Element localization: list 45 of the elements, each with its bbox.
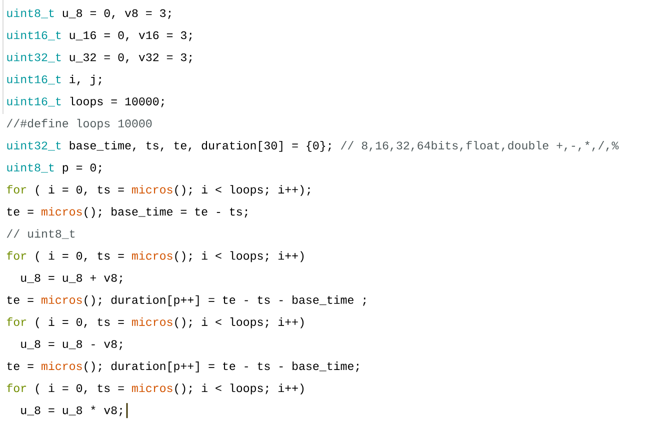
type-name: uint8_t xyxy=(7,163,54,173)
type-name: uint32_t xyxy=(7,140,61,151)
code-text: u_32 = 0, v32 = 3; xyxy=(70,53,192,64)
code-comment: // 8,16,32,64bits,float,double +,-,*,/,% xyxy=(340,140,619,152)
type-name: uint16_t xyxy=(7,74,61,84)
keyword: for xyxy=(7,317,26,326)
type-name: uint8_t xyxy=(7,8,54,18)
keyword: for xyxy=(7,384,26,392)
code-text: ( i = 0, ts = xyxy=(36,317,124,328)
code-text: u_8 = u_8 - v8; xyxy=(21,340,122,350)
type-name: uint16_t xyxy=(7,96,61,106)
code-text: te = xyxy=(7,208,34,216)
code-text: loops = 10000; xyxy=(70,96,164,108)
code-text: te = xyxy=(7,362,34,370)
code-text: (); i < loops; i++); xyxy=(175,185,310,196)
type-name: uint32_t xyxy=(7,52,61,62)
code-text: (); duration[p++] = te - ts - base_time ; xyxy=(84,295,366,306)
function-name: micros xyxy=(132,251,172,260)
code-text: (); i < loops; i++) xyxy=(175,251,304,262)
keyword: for xyxy=(7,185,26,194)
code-text: u_8 = u_8 + v8; xyxy=(21,274,122,284)
function-name: micros xyxy=(42,362,82,370)
code-text: u_8 = 0, v8 = 3; xyxy=(62,9,171,20)
function-name: micros xyxy=(42,207,82,216)
function-name: micros xyxy=(132,185,172,194)
code-comment: //#define loops 10000 xyxy=(6,118,152,130)
code-text: u_8 = u_8 * v8; xyxy=(21,406,122,416)
code-text: base_time, ts, te, duration[30] = {0}; xyxy=(70,140,331,152)
code-text: u_16 = 0, v16 = 3; xyxy=(70,31,192,42)
code-text: (); i < loops; i++) xyxy=(175,384,304,394)
keyword: for xyxy=(7,251,26,260)
code-text: ( i = 0, ts = xyxy=(36,251,124,262)
function-name: micros xyxy=(132,317,172,326)
code-text: te = xyxy=(7,296,34,304)
code-text: (); i < loops; i++) xyxy=(175,317,304,328)
function-name: micros xyxy=(132,384,172,392)
code-text: i, j; xyxy=(70,74,102,86)
code-text: (); base_time = te - ts; xyxy=(84,207,248,218)
code-text: ( i = 0, ts = xyxy=(36,185,124,196)
function-name: micros xyxy=(42,295,82,304)
code-text: (); duration[p++] = te - ts - base_time; xyxy=(84,362,359,372)
code-text: ( i = 0, ts = xyxy=(36,384,124,394)
type-name: uint16_t xyxy=(7,30,61,40)
code-comment: // uint8_t xyxy=(6,229,75,239)
code-text: p = 0; xyxy=(62,164,102,174)
